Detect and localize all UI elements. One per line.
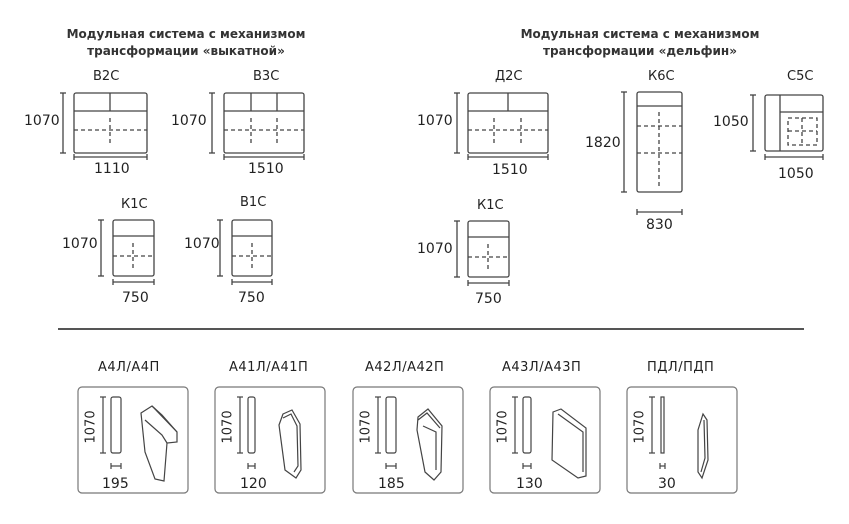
module-width: 1050 xyxy=(778,166,814,182)
heading-left-line-2: трансформации «выкатной» xyxy=(87,44,285,58)
module-width: 1510 xyxy=(248,161,284,177)
module-width: 830 xyxy=(646,217,673,233)
module-height: 1070 xyxy=(417,113,453,129)
module-b2c-drawing xyxy=(60,92,148,160)
module-k1c-left-drawing xyxy=(98,219,155,285)
armrest-width: 130 xyxy=(516,476,543,492)
armrest-label: А43Л/А43П xyxy=(502,360,582,375)
module-label: К6С xyxy=(648,69,675,84)
heading-right-line-2: трансформации «дельфин» xyxy=(543,44,737,58)
armrest-label: ПДЛ/ПДП xyxy=(647,360,715,375)
armrest-card-a42 xyxy=(352,386,464,494)
armrest-height: 1070 xyxy=(358,410,374,444)
armrest-height: 1070 xyxy=(83,410,99,444)
heading-left: Модульная система с механизмом трансформ… xyxy=(67,26,306,60)
armrest-a43-drawing xyxy=(512,396,587,479)
armrest-pd-drawing xyxy=(649,396,709,480)
module-width: 750 xyxy=(122,290,149,306)
armrest-card-pd xyxy=(626,386,738,494)
armrest-height: 1070 xyxy=(495,410,511,444)
module-height: 1070 xyxy=(62,236,98,252)
armrest-a4-drawing xyxy=(100,396,178,482)
heading-left-line-1: Модульная система с механизмом xyxy=(66,27,306,41)
module-width: 1110 xyxy=(94,161,130,177)
module-height: 1050 xyxy=(713,114,749,130)
module-label: К1С xyxy=(477,198,504,213)
module-b3c-drawing xyxy=(209,92,305,160)
module-k6c-drawing xyxy=(621,91,683,215)
armrest-card-a41 xyxy=(214,386,326,494)
module-width: 750 xyxy=(475,291,502,307)
module-label: Д2С xyxy=(495,69,523,84)
armrest-card-a4 xyxy=(77,386,189,494)
heading-right: Модульная система с механизмом трансформ… xyxy=(521,26,760,60)
heading-right-line-1: Модульная система с механизмом xyxy=(520,27,760,41)
armrest-height: 1070 xyxy=(632,410,648,444)
module-height: 1820 xyxy=(585,135,621,151)
module-height: 1070 xyxy=(171,113,207,129)
module-width: 750 xyxy=(238,290,265,306)
module-height: 1070 xyxy=(24,113,60,129)
module-b1c-drawing xyxy=(217,219,273,285)
module-height: 1070 xyxy=(417,241,453,257)
armrest-a42-drawing xyxy=(375,396,443,481)
armrest-height: 1070 xyxy=(220,410,236,444)
armrest-label: А42Л/А42П xyxy=(365,360,445,375)
module-label: К1С xyxy=(121,197,148,212)
module-label: В3С xyxy=(253,69,280,84)
module-label: В2С xyxy=(93,69,120,84)
armrest-width: 195 xyxy=(102,476,129,492)
module-d2c-drawing xyxy=(454,92,549,160)
armrest-label: А41Л/А41П xyxy=(229,360,309,375)
armrest-width: 185 xyxy=(378,476,405,492)
module-c5c-drawing xyxy=(750,94,824,160)
module-height: 1070 xyxy=(184,236,220,252)
armrest-card-a43 xyxy=(489,386,601,494)
module-label: В1С xyxy=(240,195,267,210)
armrest-width: 30 xyxy=(658,476,676,492)
armrest-label: А4Л/А4П xyxy=(98,360,160,375)
module-k1c-right-drawing xyxy=(454,220,510,286)
module-label: С5С xyxy=(787,69,814,84)
module-width: 1510 xyxy=(492,162,528,178)
armrest-width: 120 xyxy=(240,476,267,492)
armrest-a41-drawing xyxy=(237,396,302,479)
